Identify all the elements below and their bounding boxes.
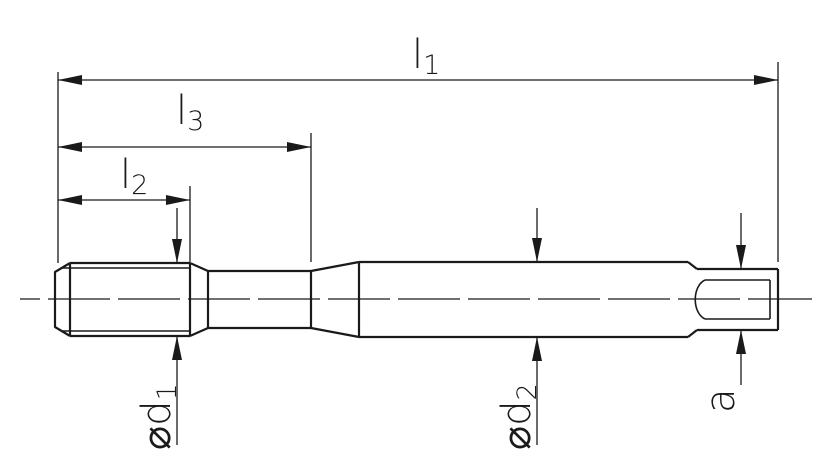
- dimension-l2: l2: [58, 152, 190, 205]
- d2-label: ⌀d2: [494, 383, 543, 450]
- l1-symbol: l: [412, 32, 423, 78]
- svg-text:l2: l2: [120, 152, 148, 201]
- tap-outline: [53, 260, 780, 339]
- l3-index: 3: [187, 106, 204, 137]
- svg-text:l3: l3: [176, 88, 204, 137]
- a-label: a: [698, 388, 744, 413]
- svg-text:l1: l1: [412, 32, 440, 81]
- extension-lines: [57, 62, 779, 263]
- l2-symbol: l: [120, 152, 131, 198]
- dimension-l3: l3: [58, 88, 311, 152]
- d1-label: ⌀d1: [134, 383, 183, 450]
- dimension-l1: l1: [58, 32, 778, 85]
- l1-index: 1: [423, 50, 440, 81]
- l2-index: 2: [131, 170, 148, 201]
- l3-symbol: l: [176, 88, 187, 134]
